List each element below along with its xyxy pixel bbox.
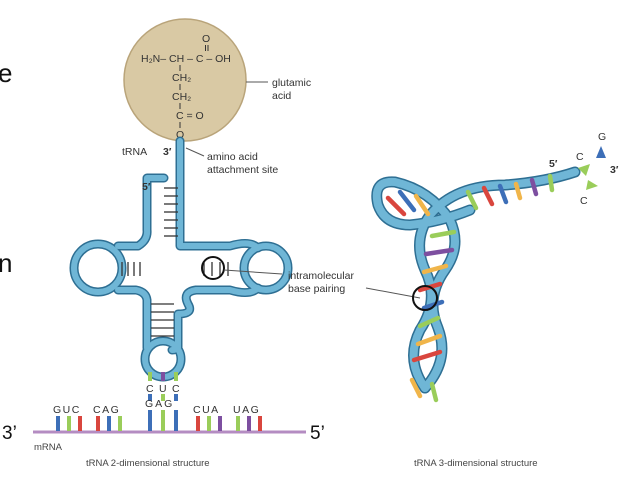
cut-off-letter-bottom: n <box>0 248 13 278</box>
anticodon-base-2: U <box>159 383 167 395</box>
mrna-codon-1: GUC <box>53 404 81 416</box>
d-arm-pairs <box>121 262 141 276</box>
cut-off-letter-top: e <box>0 58 13 88</box>
acceptor-stem-pairs <box>164 187 178 237</box>
attachment-site-label: amino acid attachment site <box>207 151 278 176</box>
cca-base-1: C <box>576 151 584 163</box>
pairing-label: intramolecular base pairing <box>288 270 357 295</box>
trna-label: tRNA <box>122 146 147 158</box>
pairing-circle-2d <box>201 256 225 280</box>
mrna-codon-4: CUA <box>193 404 220 416</box>
anticodon-base-3: C <box>172 383 180 395</box>
formula-ester-oxygen: O <box>176 129 184 141</box>
anticodon-stem-pairs <box>151 303 174 337</box>
glutamic-acid-label: glutamic acid <box>272 77 314 102</box>
mrna-base-ticks <box>56 410 262 431</box>
mrna-label: mRNA <box>34 442 63 453</box>
mrna-codon-5: UAG <box>233 404 260 416</box>
mrna-strand: GUC CAG GAG CUA UAG <box>33 398 306 434</box>
anticodon: C U C <box>146 372 180 401</box>
anticodon-base-1: C <box>146 383 154 395</box>
trna-5-prime-label: 5′ <box>142 181 151 193</box>
trna-3-prime-label: 3′ <box>163 146 172 158</box>
trna-3d-model <box>371 166 581 403</box>
mrna-3-prime-label: 3’ <box>2 423 17 444</box>
formula-carbonyl-oxygen: O <box>202 33 210 45</box>
mrna-codon-3: GAG <box>145 398 174 410</box>
pairing-leader-line-3d <box>365 287 421 299</box>
formula-c-row: C = O <box>176 110 204 122</box>
formula-ch2-a: CH₂ <box>172 72 191 84</box>
cca-end: C C G <box>576 131 606 207</box>
attachment-leader-line <box>185 147 205 157</box>
caption-2d: tRNA 2-dimensional structure <box>86 458 210 469</box>
trna3d-3-prime-label: 3′ <box>610 164 619 176</box>
cca-base-3: G <box>598 131 606 143</box>
amino-acid-sphere <box>123 18 247 142</box>
pairing-leader-line-2d <box>223 269 283 275</box>
pairing-circle-3d <box>412 285 438 311</box>
trna3d-5-prime-label: 5′ <box>549 158 558 170</box>
cca-base-2: C <box>580 195 588 207</box>
formula-ch2-b: CH₂ <box>172 91 191 103</box>
caption-3d: tRNA 3-dimensional structure <box>414 458 538 469</box>
trna-2d-cloverleaf <box>69 136 293 382</box>
mrna-5-prime-label: 5’ <box>310 423 325 444</box>
mrna-codon-2: CAG <box>93 404 120 416</box>
formula-main-row: H₂N– CH – C – OH <box>141 53 231 65</box>
